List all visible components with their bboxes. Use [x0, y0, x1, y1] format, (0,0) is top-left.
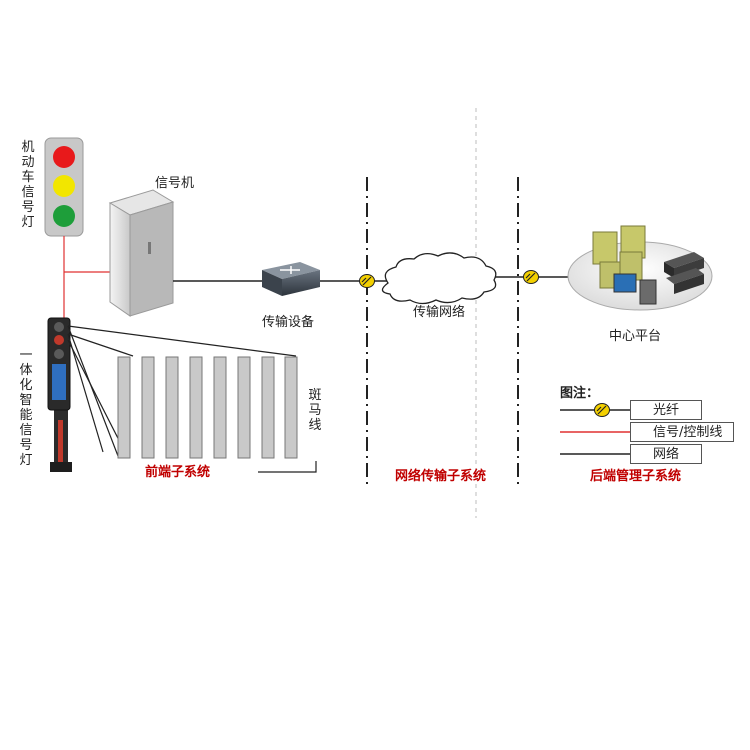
legend-item-fiber: 光纤: [630, 400, 702, 420]
center-platform-label: 中心平台: [609, 329, 662, 344]
green-light-icon: [53, 205, 75, 227]
motor-vehicle-signal-light: [44, 137, 84, 237]
network-cloud-icon: [381, 252, 497, 305]
fiber-connector-icon: [523, 270, 539, 284]
integrated-signal-light-label: 一体化智能信号灯: [19, 348, 33, 468]
back-subsystem-label: 后端管理子系统: [590, 469, 682, 484]
legend-lines: [560, 409, 630, 455]
legend-title: 图注：: [560, 386, 600, 401]
switch-icon: [262, 262, 320, 296]
transmission-network-label: 传输网络: [413, 305, 466, 320]
network-lines: [173, 276, 578, 282]
control-lines: [63, 236, 112, 318]
motor-signal-light-label: 机动车信号灯: [21, 140, 35, 230]
zebra-crossing-label: 斑马线: [308, 388, 322, 433]
front-subsystem-label: 前端子系统: [145, 465, 211, 480]
red-light-icon: [53, 146, 75, 168]
transmission-device-label: 传输设备: [262, 315, 315, 330]
zebra-crossing: [117, 356, 298, 459]
central-platform-icon: [567, 225, 713, 311]
signal-cabinet-icon: [108, 189, 175, 317]
front-subsystem-bracket: [258, 461, 317, 473]
signal-machine-label: 信号机: [155, 176, 195, 191]
fiber-connector-icon: [359, 274, 375, 288]
integrated-signal-light-icon: [47, 317, 72, 472]
network-subsystem-label: 网络传输子系统: [395, 469, 487, 484]
fiber-connector-icon: [594, 403, 610, 417]
yellow-light-icon: [53, 175, 75, 197]
legend-item-network: 网络: [630, 444, 702, 464]
legend-item-control-line: 信号/控制线: [630, 422, 734, 442]
